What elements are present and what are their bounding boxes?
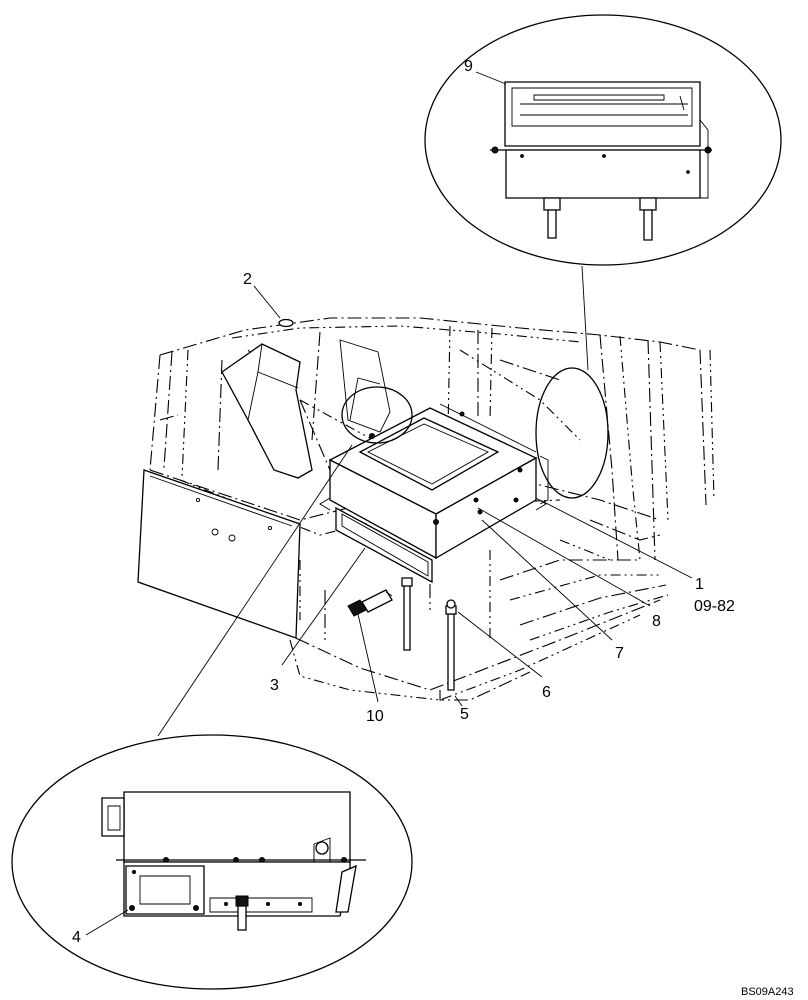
detail-view-bottom bbox=[11, 734, 413, 990]
callout-2: 2 bbox=[243, 271, 252, 288]
callout-6: 6 bbox=[542, 684, 551, 701]
callout-10: 10 bbox=[366, 708, 384, 725]
leader-lines bbox=[85, 71, 693, 936]
callout-7: 7 bbox=[615, 645, 624, 662]
air-duct bbox=[221, 339, 391, 479]
callout-9: 9 bbox=[464, 58, 473, 75]
detail-marker-left bbox=[341, 386, 413, 444]
detail-view-top bbox=[424, 14, 782, 266]
callout-4: 4 bbox=[72, 929, 81, 946]
callout-8: 8 bbox=[652, 613, 661, 630]
part-3-heater-unit bbox=[319, 403, 549, 584]
side-panel bbox=[137, 469, 301, 639]
callout-1: 1 bbox=[695, 576, 704, 593]
callout-3: 3 bbox=[270, 677, 279, 694]
callout-1-ref: 09-82 bbox=[694, 598, 735, 615]
part-5-rods bbox=[401, 577, 457, 691]
detail-marker-right bbox=[535, 367, 609, 499]
figure-code: BS09A243 bbox=[741, 986, 794, 998]
part-2-seal bbox=[278, 318, 294, 328]
callout-5: 5 bbox=[460, 706, 469, 723]
part-10-sensor bbox=[347, 589, 393, 617]
